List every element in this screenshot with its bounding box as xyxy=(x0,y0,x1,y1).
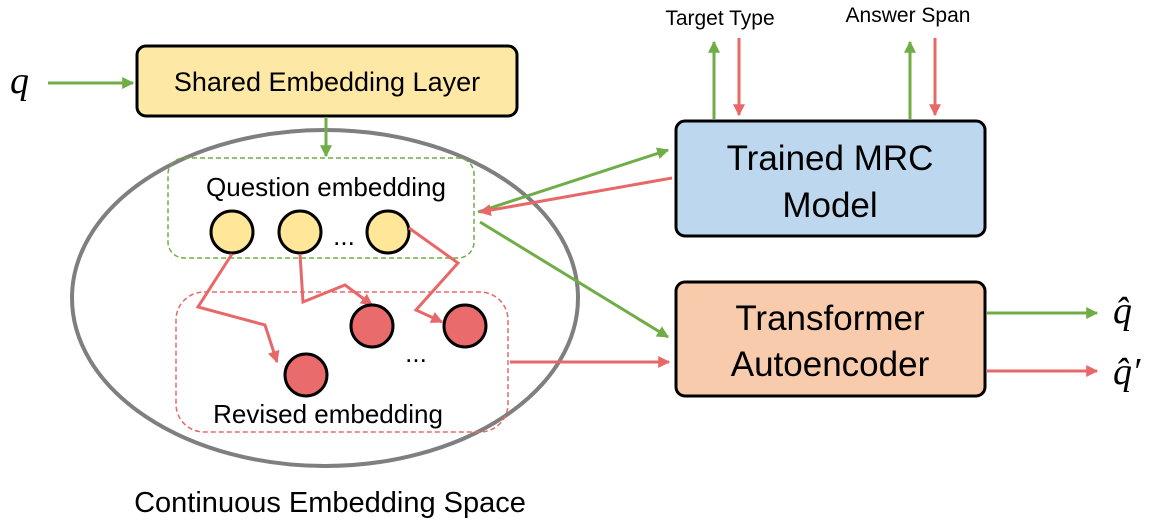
revised-embedding-label: Revised embedding xyxy=(213,399,443,429)
revised-node-1 xyxy=(283,352,329,398)
arrow-mrc-to-question xyxy=(478,176,673,217)
revised-node-2 xyxy=(349,303,395,349)
shared-embedding-layer-label: Shared Embedding Layer xyxy=(174,67,480,97)
question-embedding-label: Question embedding xyxy=(206,172,446,202)
q-hat-prime-symbol: q̂′ xyxy=(1113,351,1141,393)
revised-ellipsis: ... xyxy=(405,338,427,368)
mrc-model-label-line2: Model xyxy=(782,186,877,225)
question-embedding-group xyxy=(167,157,475,259)
mrc-model-box xyxy=(674,119,987,238)
question-node-1 xyxy=(209,209,255,255)
revision-path-2 xyxy=(298,253,373,307)
revised-node-3 xyxy=(442,303,488,349)
autoencoder-label-line2: Autoencoder xyxy=(731,345,930,384)
autoencoder-box xyxy=(674,280,987,398)
revision-path-3 xyxy=(408,226,461,324)
revision-path-1 xyxy=(195,253,280,364)
revised-embedding-group xyxy=(175,291,509,433)
question-node-2 xyxy=(277,209,323,255)
input-q-symbol: q xyxy=(10,60,29,102)
question-ellipsis: ... xyxy=(333,221,355,251)
arrow-question-to-mrc xyxy=(477,147,670,214)
target-type-label: Target Type xyxy=(665,7,774,30)
shared-embedding-layer-box xyxy=(135,44,519,118)
q-hat-symbol: q̂ xyxy=(1113,290,1132,332)
embedding-space-caption: Continuous Embedding Space xyxy=(134,487,526,519)
answer-span-label: Answer Span xyxy=(846,4,971,27)
autoencoder-label-line1: Transformer xyxy=(735,299,925,338)
question-node-3 xyxy=(365,209,411,255)
arrow-question-to-autoencoder xyxy=(479,220,670,339)
mrc-model-label-line1: Trained MRC xyxy=(727,139,934,178)
